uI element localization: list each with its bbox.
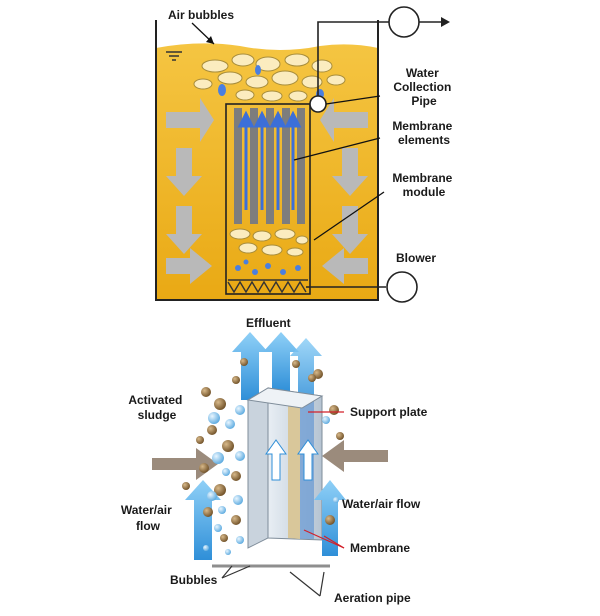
water-air-flow-right-label: Water/air flow xyxy=(342,497,421,511)
activated-sludge-label: Activated sludge xyxy=(128,393,185,422)
blower xyxy=(387,272,417,302)
activated-sludge-line-2: sludge xyxy=(138,408,177,422)
activated-sludge-line-1: Activated xyxy=(128,393,182,407)
water-air-flow-left-line-1: Water/air xyxy=(121,503,172,517)
water-collection-pipe-line-1: Water xyxy=(406,66,439,80)
membrane-module-line-2: module xyxy=(403,185,446,199)
bottom-diagram: Effluent Activated sludge Support plate … xyxy=(121,316,428,605)
right-inflow-arrow xyxy=(322,440,388,472)
blower-label: Blower xyxy=(396,251,436,265)
water-collection-pipe-line-2: Collection xyxy=(393,80,451,94)
support-plate-strip xyxy=(288,391,300,539)
left-inflow-arrow xyxy=(152,448,218,480)
top-diagram: Air bubbles Water Collection Pipe Membra… xyxy=(156,7,456,312)
water-air-flow-left-line-2: flow xyxy=(136,519,161,533)
membrane-elements-line-2: elements xyxy=(398,133,450,147)
air-bubbles-label: Air bubbles xyxy=(168,8,234,22)
effluent-label: Effluent xyxy=(246,316,291,330)
bubbles-leader-lines xyxy=(222,566,324,596)
membrane-module-label: Membrane module xyxy=(392,171,455,199)
water-collection-pipe-marker xyxy=(310,96,326,112)
pump xyxy=(389,7,419,37)
membrane-elements-label: Membrane elements xyxy=(392,119,455,147)
pump-outlet-arrowhead xyxy=(441,17,450,27)
water-air-flow-left-label: Water/air flow xyxy=(121,503,175,533)
water-collection-pipe-line-3: Pipe xyxy=(411,94,437,108)
panel-side-face xyxy=(248,388,268,548)
membrane-module-line-1: Membrane xyxy=(392,171,452,185)
membrane-elements-line-1: Membrane xyxy=(392,119,452,133)
aeration-pipe-label: Aeration pipe xyxy=(334,591,411,605)
bubbles-label: Bubbles xyxy=(170,573,218,587)
membrane-label: Membrane xyxy=(350,541,410,555)
water-collection-pipe-label: Water Collection Pipe xyxy=(393,66,454,108)
support-plate-label: Support plate xyxy=(350,405,428,419)
